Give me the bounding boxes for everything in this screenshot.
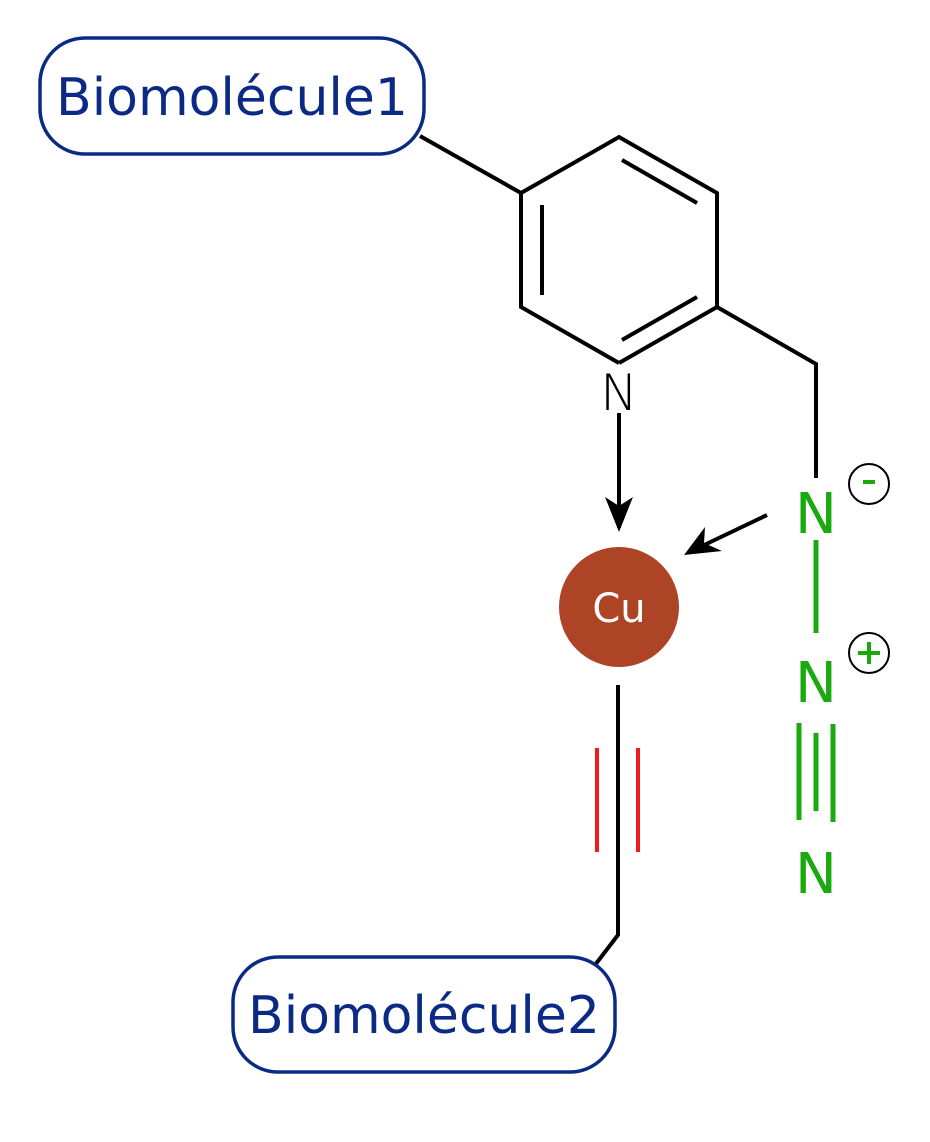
biomolecule1-label: Biomolécule1 [56,68,408,128]
coordination-arrow-azide [699,513,768,549]
alkyne-backbone [593,685,620,967]
azide-n2: N [795,651,837,716]
azide-group: N N N [795,482,837,907]
pyridine-ring [519,134,719,365]
double-bond-bottom [621,295,698,342]
biomolecule2-box: Biomolécule2 [231,955,617,1074]
copper-label: Cu [592,586,645,632]
biomolecule1-box: Biomolécule1 [38,36,426,156]
biomolecule2-label: Biomolécule2 [248,986,600,1046]
methylene-bond [716,305,818,478]
copper-atom: Cu [559,547,679,667]
double-bond-top [621,158,698,205]
azide-n1: N [795,482,837,547]
arrowhead-azide-icon [684,527,722,555]
negative-charge-icon [848,463,890,505]
pyridine-nitrogen: N [600,364,637,422]
positive-charge-icon [848,632,890,674]
linker-bond-1 [419,134,522,195]
azide-n3: N [795,842,837,907]
arrowhead-pyridine-icon [605,497,633,532]
